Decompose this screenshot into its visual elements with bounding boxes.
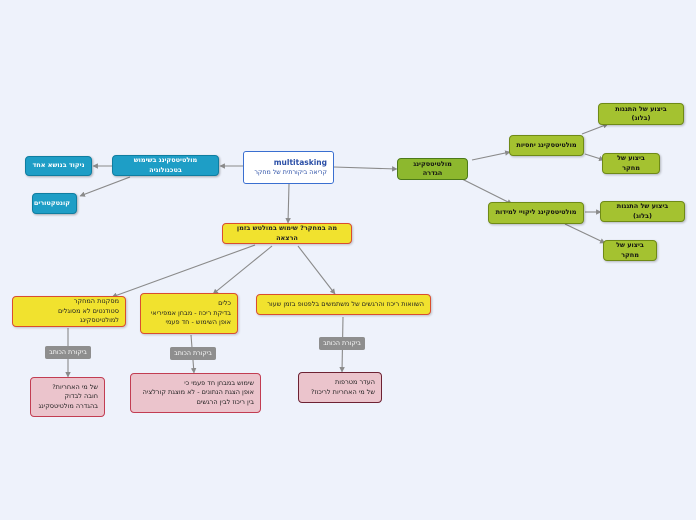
- link-question-finding-3: [297, 245, 336, 295]
- node-finding-2-label: כלים בדיקת ריכוז - מבחן אמפיריאי אופן הש…: [150, 299, 231, 327]
- node-sw-tasks-label: ביצוע של התנגות (בלוג): [616, 202, 669, 220]
- node-simultaneous[interactable]: מולטיטסקינג יחסיות: [509, 135, 584, 156]
- node-switching[interactable]: מולטיטסקינג ליקויי למידות: [488, 202, 584, 224]
- critique-label-1: ביקורת הכותב: [45, 346, 91, 359]
- node-sim-research-label: ביצוע של מחקר: [617, 154, 645, 172]
- link-definition-switching: [459, 177, 513, 205]
- critique-label-3: ביקורת הכותב: [319, 337, 365, 350]
- node-critique-no-goals[interactable]: העדר מטרפות של מי האחריות לריכוז?: [298, 372, 382, 403]
- link-central-definition: [333, 166, 398, 172]
- node-single-subject[interactable]: ניקוד בנושא אחד: [25, 156, 92, 176]
- node-tech-label: מולטיטסקינג בשימוש בטכנולוגיה: [133, 156, 198, 174]
- node-finding-conclusions[interactable]: מסקנות המחקר סטודנטים לא מסוגלים למולטיט…: [12, 296, 126, 327]
- critique-label-2: ביקורת הכותב: [170, 347, 216, 360]
- node-definition-label: מולטיטסקינג הגדרה: [413, 159, 452, 177]
- node-tech-multitasking[interactable]: מולטיטסקינג בשימוש בטכנולוגיה: [112, 155, 219, 176]
- node-finding-comparison[interactable]: השוואות ריכוז והרגשים של משתמשים בלפטופ …: [256, 294, 431, 315]
- node-sim-tasks[interactable]: ביצוע של התנגות (בלוג): [598, 103, 684, 125]
- central-title: multitasking: [273, 157, 327, 167]
- node-sw-tasks[interactable]: ביצוע של התנגות (בלוג): [600, 201, 685, 222]
- node-single-label: ניקוד בנושא אחד: [32, 161, 85, 170]
- node-sw-research[interactable]: ביצוע של מחקר: [603, 240, 657, 261]
- link-simultaneous-tasks: [581, 123, 609, 135]
- node-switching-label: מולטיטסקינג ליקויי למידות: [495, 208, 577, 217]
- node-finding-tools[interactable]: כלים בדיקת ריכוז - מבחן אמפיריאי אופן הש…: [140, 293, 238, 334]
- critique-label-2-text: ביקורת הכותב: [174, 349, 212, 357]
- node-critique-one-time-test[interactable]: שימוש במבחן חד פעמי כי אופן הצגת הנתונים…: [130, 373, 261, 413]
- link-central-question: [285, 183, 291, 224]
- link-tech-contacts: [79, 176, 131, 197]
- node-sw-research-label: ביצוע של מחקר: [616, 241, 644, 259]
- node-sim-research[interactable]: ביצוע של מחקר: [602, 153, 660, 174]
- link-switching-research: [564, 223, 606, 244]
- node-critique-2-label: שימוש במבחן חד פעמי כי אופן הצגת הנתונים…: [142, 378, 254, 406]
- node-critique-responsibility[interactable]: של מי האחריות? חובה לבדוק בהגדרה מולטיטס…: [30, 377, 105, 417]
- node-finding-1-label: מסקנות המחקר סטודנטים לא מסוגלים למולטיט…: [57, 297, 119, 325]
- node-definition[interactable]: מולטיטסקינג הגדרה: [397, 158, 468, 180]
- central-topic[interactable]: multitasking קריאה ביקורתית של מחקר: [243, 151, 334, 184]
- node-critique-3-label: העדר מטרפות של מי האחריות לריכוז?: [310, 378, 375, 396]
- link-definition-simultaneous: [471, 150, 511, 161]
- critique-label-3-text: ביקורת הכותב: [323, 339, 361, 347]
- critique-label-1-text: ביקורת הכותב: [49, 348, 87, 356]
- central-subtitle: קריאה ביקורתית של מחקר: [254, 169, 327, 177]
- node-contacts[interactable]: קונטקטורים: [32, 193, 77, 214]
- node-question-label: מה במחקר? שימוש במולטש בזמן הרצאה: [236, 224, 338, 242]
- node-sim-tasks-label: ביצוע של התנגות (בלוג): [615, 104, 667, 122]
- link-question-finding-2: [212, 245, 273, 295]
- node-finding-3-label: השוואות ריכוז והרגשים של משתמשים בלפטופ …: [267, 299, 424, 308]
- node-simultaneous-label: מולטיטסקינג יחסיות: [516, 140, 577, 149]
- node-contacts-label: קונטקטורים: [33, 198, 70, 207]
- link-question-finding-1: [111, 244, 256, 298]
- link-simultaneous-research: [584, 153, 605, 162]
- node-research-question[interactable]: מה במחקר? שימוש במולטש בזמן הרצאה: [222, 223, 352, 244]
- node-critique-1-label: של מי האחריות? חובה לבדוק בהגדרה מולטיטס…: [38, 382, 98, 410]
